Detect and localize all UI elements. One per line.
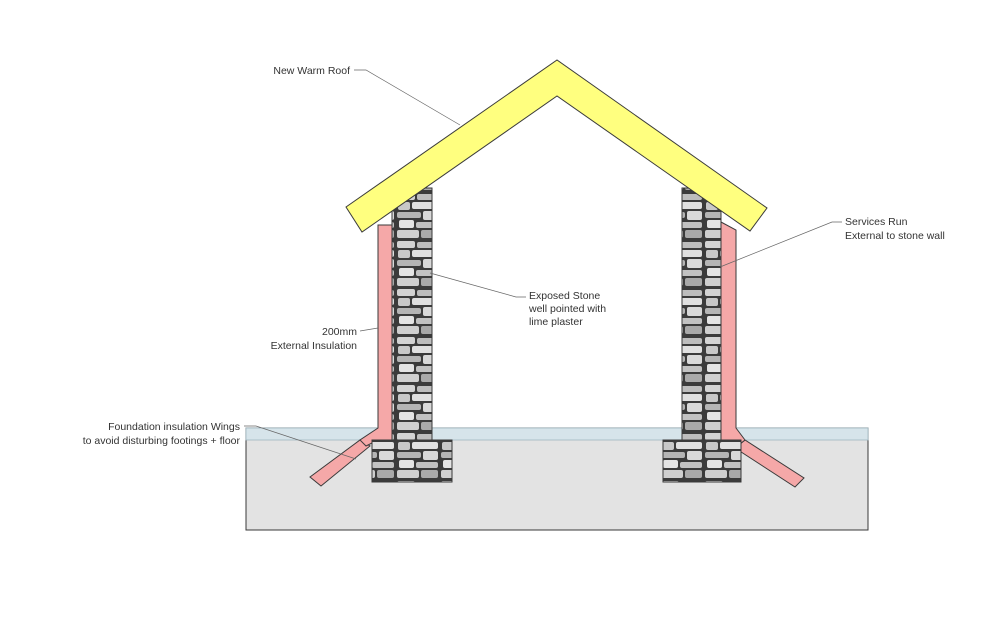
left-external-insulation <box>359 224 393 447</box>
foundation-label-line1: Foundation insulation Wings <box>108 421 240 433</box>
insulation-leader-line <box>359 327 379 332</box>
right-external-insulation <box>720 221 746 449</box>
roof-label: New Warm Roof <box>273 65 350 77</box>
stone-leader-line <box>429 272 526 298</box>
right-footing <box>662 439 742 483</box>
insulation-label-line2: External Insulation <box>271 340 358 352</box>
services-leader-line <box>719 221 842 268</box>
right-stone-wall <box>681 187 722 441</box>
services-label-line1: Services Run <box>845 216 908 228</box>
warm-roof <box>345 59 768 233</box>
foundation-label-line2: to avoid disturbing footings + floor <box>83 435 241 447</box>
stone-label-line1: Exposed Stone <box>529 290 600 302</box>
stone-label-line3: lime plaster <box>529 316 583 328</box>
foundation-leader-line <box>244 425 357 460</box>
insulation-label-line1: 200mm <box>322 326 357 338</box>
ground-slab <box>245 427 869 531</box>
left-stone-wall <box>391 187 433 441</box>
services-label-line2: External to stone wall <box>845 230 945 242</box>
stone-label-line2: well pointed with <box>528 303 606 315</box>
floor-insulation-layer <box>245 427 869 441</box>
roof-leader-line <box>354 69 461 126</box>
left-footing <box>371 439 453 483</box>
